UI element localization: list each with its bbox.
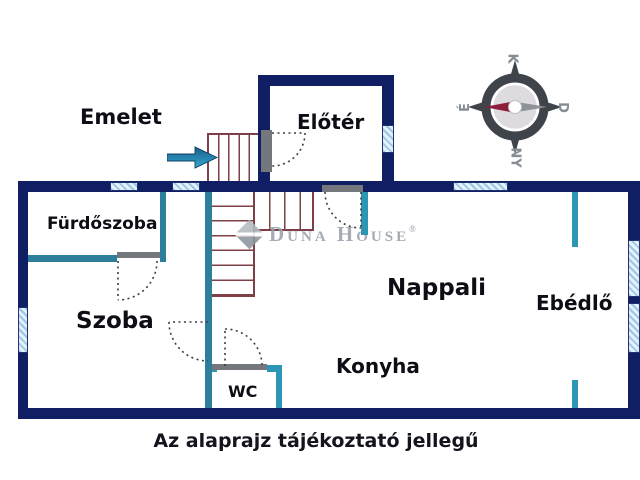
door-arc-foyer-entry (271, 132, 306, 167)
compass-rose-icon (468, 60, 562, 154)
label-furdoszoba: Fürdőszoba (47, 214, 158, 234)
watermark-brand: Duna House (269, 222, 410, 246)
compass-label-west: NY (507, 147, 523, 168)
label-emelet: Emelet (80, 105, 162, 129)
label-ebedlo: Ebédlő (536, 291, 613, 315)
label-wc: WC (228, 382, 258, 401)
stairs-upper-flight (207, 133, 261, 183)
disclaimer-caption: Az alaprajz tájékoztató jellegű (153, 430, 479, 452)
window-top-1 (110, 182, 138, 191)
wall-divider-nappali-ebedlo (572, 192, 578, 247)
door-lintel-bathroom (117, 252, 160, 258)
door-arc-wc (224, 328, 263, 367)
compass-label-east: K (504, 53, 520, 64)
watermark-text: Duna House® (269, 224, 419, 245)
wall-foyer-top (258, 75, 394, 86)
window-top-2 (172, 182, 200, 191)
wall-main-left (18, 181, 28, 419)
stairs-landing (253, 192, 314, 231)
door-arc-szoba (168, 321, 209, 362)
wall-wc-right (276, 365, 282, 409)
label-konyha: Konyha (336, 354, 420, 378)
wall-main-bottom (18, 408, 640, 419)
compass-label-north: É (457, 103, 473, 112)
wall-divider-konyha-ebedlo (572, 380, 578, 409)
door-arc-foyer-living (324, 191, 362, 229)
door-lintel-foyer-living (322, 185, 363, 192)
wall-bathroom-right (160, 192, 166, 262)
door-opening-bathroom (117, 255, 160, 262)
door-opening-foyer-entry (261, 130, 272, 172)
door-arc-bathroom (117, 260, 158, 301)
registered-mark: ® (409, 224, 419, 234)
window-foyer (382, 125, 394, 153)
watermark: Duna House® (234, 219, 419, 250)
window-top-3 (453, 182, 508, 191)
compass-label-south: D (554, 102, 570, 113)
label-eloter: Előtér (297, 110, 365, 134)
label-nappali: Nappali (387, 275, 486, 301)
entry-arrow-icon (167, 146, 219, 169)
window-left (18, 307, 28, 353)
wall-stairwell-left (205, 192, 212, 409)
wall-bathroom-bottom (28, 255, 166, 262)
door-lintel-wc (212, 364, 267, 370)
wall-entry-stub (361, 192, 368, 235)
label-szoba: Szoba (76, 308, 154, 334)
